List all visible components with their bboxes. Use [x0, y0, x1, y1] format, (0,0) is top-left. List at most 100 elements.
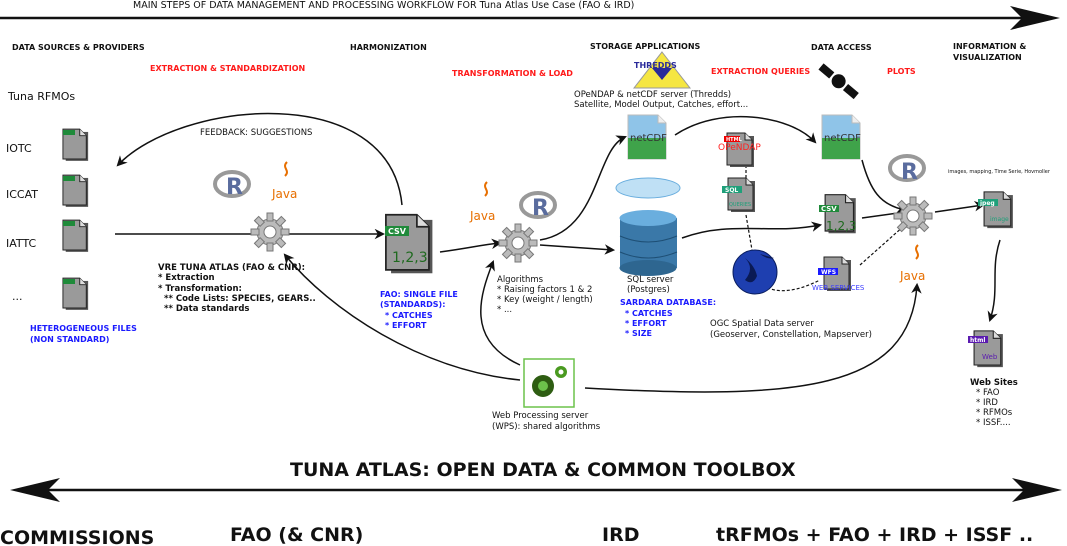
svg-text:* CATCHES: * CATCHES — [625, 309, 673, 318]
svg-text:* CATCHES: * CATCHES — [385, 311, 433, 320]
svg-text:R: R — [901, 160, 918, 185]
svg-text:Java: Java — [899, 269, 925, 283]
svg-text:** Code Lists: SPECIES, GEARS.: ** Code Lists: SPECIES, GEARS.. — [164, 294, 316, 304]
source-list: IOTC ICCAT IATTC ... — [6, 142, 38, 303]
actor-all: tRFMOs + FAO + IRD + ISSF .. — [716, 524, 1033, 546]
source-iotc: IOTC — [6, 142, 32, 155]
image-web-arrow — [987, 239, 1001, 322]
wps-label: Web Processing server — [492, 411, 589, 421]
svg-text:Java: Java — [271, 187, 297, 201]
column-info-2: VISUALIZATION — [953, 53, 1022, 62]
svg-text:HTML: HTML — [726, 137, 743, 143]
column-sources: DATA SOURCES & PROVIDERS — [12, 43, 145, 52]
globe-icon — [732, 249, 778, 295]
gear-icon — [250, 212, 290, 252]
gear-icon — [498, 223, 538, 263]
images-note: images, mapping, Time Serie, Hovmoller — [948, 169, 1051, 175]
toolbox-title: TUNA ATLAS: OPEN DATA & COMMON TOOLBOX — [290, 459, 796, 481]
csv-standard-file-icon: CSV 1,2,3 — [385, 213, 434, 275]
feedback-arrow — [116, 112, 403, 206]
thredds-logo: THREDDS — [632, 51, 692, 89]
diagram-title: MAIN STEPS OF DATA MANAGEMENT AND PROCES… — [133, 0, 634, 11]
thredds-line-2: Satellite, Model Output, Catches, effort… — [574, 100, 748, 110]
svg-text:html: html — [970, 337, 985, 344]
svg-text:WFS: WFS — [821, 269, 836, 276]
csv-file-icon — [62, 174, 89, 208]
sql-queries-file-icon: SQL QUERIES — [722, 177, 756, 213]
svg-text:QUERIES: QUERIES — [729, 202, 751, 208]
svg-text:* Raising factors 1 & 2: * Raising factors 1 & 2 — [497, 285, 592, 295]
svg-text:* FAO: * FAO — [976, 388, 1000, 398]
satellite-icon — [818, 63, 859, 100]
step-queries: EXTRACTION QUERIES — [711, 67, 810, 76]
column-storage: STORAGE APPLICATIONS — [590, 42, 701, 51]
svg-text:R: R — [532, 196, 549, 221]
svg-text:jpeg: jpeg — [979, 200, 995, 207]
svg-text:* ISSF....: * ISSF.... — [976, 418, 1011, 428]
wps-java-arrow — [584, 282, 922, 393]
source-more: ... — [12, 290, 23, 303]
svg-text:R: R — [226, 175, 243, 200]
svg-text:SQL: SQL — [725, 187, 738, 194]
to-netcdf-arrow — [539, 135, 627, 241]
svg-text:* RFMOs: * RFMOs — [976, 408, 1013, 418]
heterogeneous-label-2: (NON STANDARD) — [30, 335, 109, 344]
svg-text:* EFFORT: * EFFORT — [385, 321, 427, 330]
svg-text:* Extraction: * Extraction — [158, 273, 215, 283]
svg-text:Java: Java — [469, 209, 495, 223]
column-info-1: INFORMATION & — [953, 42, 1026, 51]
svg-text:WEB SERVICES: WEB SERVICES — [812, 284, 865, 292]
sql-server-sub: (Postgres) — [627, 285, 670, 295]
actor-commissions: COMMISSIONS — [0, 527, 154, 546]
java-logo: Java — [899, 244, 925, 283]
svg-text:(Geoserver, Constellation, Map: (Geoserver, Constellation, Mapserver) — [710, 330, 872, 340]
step-transformation: TRANSFORMATION & LOAD — [452, 69, 573, 78]
actor-fao: FAO (& CNR) — [230, 524, 363, 546]
feedback-label: FEEDBACK: SUGGESTIONS — [200, 128, 312, 138]
wps-gears-icon — [523, 358, 575, 408]
wps-sub: (WPS): shared algorithms — [492, 422, 601, 432]
svg-text:CSV: CSV — [388, 227, 407, 236]
source-iattc: IATTC — [6, 237, 37, 250]
r-logo: R — [888, 154, 926, 185]
svg-text:** Data standards: ** Data standards — [164, 304, 249, 314]
arrow-head-icon — [10, 478, 60, 502]
to-db-arrow — [539, 244, 616, 255]
column-access: DATA ACCESS — [811, 43, 872, 52]
svg-text:Algorithms: Algorithms — [497, 275, 544, 285]
actor-ird: IRD — [602, 524, 639, 546]
column-harmonization: HARMONIZATION — [350, 43, 427, 52]
algorithms-description: Algorithms * Raising factors 1 & 2 * Key… — [497, 275, 593, 315]
csv-file-icon — [62, 128, 89, 162]
gear-icon — [893, 196, 933, 236]
svg-text:image: image — [990, 216, 1009, 223]
java-logo: Java — [271, 161, 297, 201]
svg-text:1,2,3: 1,2,3 — [392, 250, 428, 266]
load-arrow — [439, 238, 503, 253]
sardara-cloud-logo — [615, 177, 681, 199]
thredds-line-1: OPeNDAP & netCDF server (Thredds) — [574, 90, 731, 100]
svg-text:* Transformation:: * Transformation: — [158, 284, 242, 294]
svg-text:SARDARA DATABASE:: SARDARA DATABASE: — [620, 298, 716, 307]
svg-text:CSV: CSV — [821, 205, 837, 213]
ogc-description: OGC Spatial Data server (Geoserver, Cons… — [710, 319, 872, 340]
svg-text:* IRD: * IRD — [976, 398, 998, 408]
heterogeneous-label-1: HETEROGENEOUS FILES — [30, 324, 137, 333]
svg-text:THREDDS: THREDDS — [634, 61, 677, 70]
arrow-head-icon — [1012, 478, 1062, 502]
r-logo: R — [213, 170, 251, 200]
fao-file-description: FAO: SINGLE FILE (STANDARDS): * CATCHES … — [380, 290, 458, 330]
database-icon — [619, 210, 678, 276]
vre-description: VRE TUNA ATLAS (FAO & CNR): * Extraction… — [158, 263, 316, 314]
svg-text:* ...: * ... — [497, 305, 512, 315]
svg-text:OGC Spatial Data server: OGC Spatial Data server — [710, 319, 814, 329]
netcdf-query-arrow — [674, 116, 817, 144]
svg-text:netCDF: netCDF — [824, 133, 861, 144]
csv-file-icon — [62, 277, 89, 311]
step-extraction: EXTRACTION & STANDARDIZATION — [150, 64, 305, 73]
svg-text:* Key (weight / length): * Key (weight / length) — [497, 295, 593, 305]
plot-image-arrow — [934, 201, 986, 213]
